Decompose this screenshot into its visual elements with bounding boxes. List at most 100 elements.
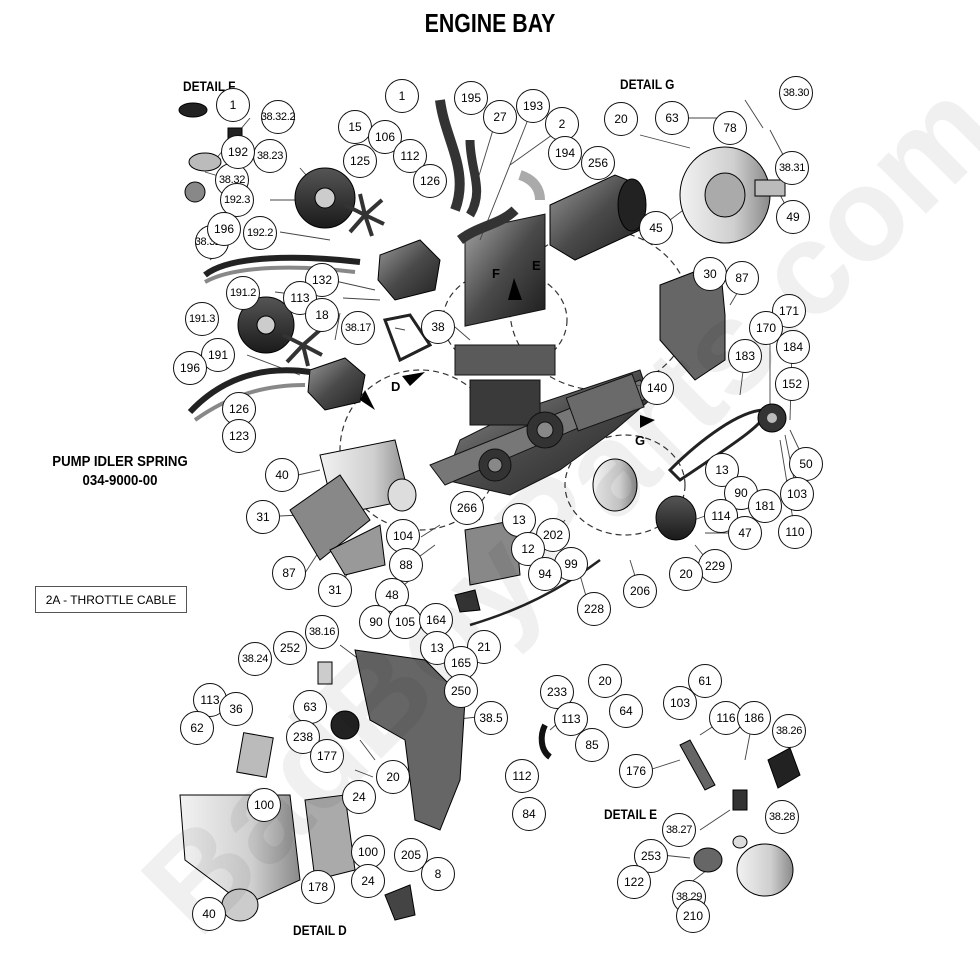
callout-part-152[interactable]: 152 <box>775 367 809 401</box>
callout-part-181[interactable]: 181 <box>748 489 782 523</box>
callout-part-50[interactable]: 50 <box>789 447 823 481</box>
callout-part-24[interactable]: 24 <box>351 864 385 898</box>
callout-part-45[interactable]: 45 <box>639 211 673 245</box>
callout-part-27[interactable]: 27 <box>483 100 517 134</box>
view-arrow-d: D <box>391 379 401 394</box>
callout-part-40[interactable]: 40 <box>265 458 299 492</box>
callout-part-192-3[interactable]: 192.3 <box>220 183 254 217</box>
callout-part-31[interactable]: 31 <box>318 573 352 607</box>
callout-part-184[interactable]: 184 <box>776 330 810 364</box>
callout-part-40[interactable]: 40 <box>192 897 226 931</box>
callout-part-78[interactable]: 78 <box>713 111 747 145</box>
callout-part-13[interactable]: 13 <box>705 453 739 487</box>
callout-part-20[interactable]: 20 <box>669 557 703 591</box>
callout-part-256[interactable]: 256 <box>581 146 615 180</box>
callout-part-63[interactable]: 63 <box>655 101 689 135</box>
callout-part-171[interactable]: 171 <box>772 294 806 328</box>
callout-part-2[interactable]: 2 <box>545 107 579 141</box>
callout-part-24[interactable]: 24 <box>342 780 376 814</box>
callout-part-100[interactable]: 100 <box>247 788 281 822</box>
callout-part-84[interactable]: 84 <box>512 797 546 831</box>
hydraulic-pump-upper <box>203 167 441 301</box>
throttle-cable-button[interactable]: 2A - THROTTLE CABLE <box>35 586 187 613</box>
callout-part-105[interactable]: 105 <box>388 605 422 639</box>
view-arrow-f: F <box>492 266 500 281</box>
callout-part-15[interactable]: 15 <box>338 110 372 144</box>
callout-part-87[interactable]: 87 <box>725 261 759 295</box>
callout-part-38-24[interactable]: 38.24 <box>238 642 272 676</box>
callout-part-100[interactable]: 100 <box>351 835 385 869</box>
callout-part-186[interactable]: 186 <box>737 701 771 735</box>
callout-part-38-31[interactable]: 38.31 <box>775 151 809 185</box>
callout-part-126[interactable]: 126 <box>413 164 447 198</box>
callout-part-196[interactable]: 196 <box>173 351 207 385</box>
callout-part-202[interactable]: 202 <box>536 518 570 552</box>
callout-part-194[interactable]: 194 <box>548 136 582 170</box>
callout-part-178[interactable]: 178 <box>301 870 335 904</box>
callout-part-123[interactable]: 123 <box>222 419 256 453</box>
detail-f-label: DETAIL F <box>183 78 236 94</box>
callout-part-1[interactable]: 1 <box>216 88 250 122</box>
callout-part-140[interactable]: 140 <box>640 371 674 405</box>
detail-g-clutch <box>679 146 786 244</box>
callout-part-18[interactable]: 18 <box>305 298 339 332</box>
callout-part-125[interactable]: 125 <box>343 144 377 178</box>
callout-part-63[interactable]: 63 <box>293 690 327 724</box>
callout-part-38-28[interactable]: 38.28 <box>765 800 799 834</box>
callout-part-30[interactable]: 30 <box>693 257 727 291</box>
heat-shields <box>289 474 386 576</box>
callout-part-112[interactable]: 112 <box>505 759 539 793</box>
callout-part-47[interactable]: 47 <box>728 516 762 550</box>
callout-part-12[interactable]: 12 <box>511 532 545 566</box>
callout-part-8[interactable]: 8 <box>421 857 455 891</box>
callout-part-64[interactable]: 64 <box>609 694 643 728</box>
detail-e-label: DETAIL E <box>604 806 658 822</box>
callout-part-38-5[interactable]: 38.5 <box>474 701 508 735</box>
callout-part-38-27[interactable]: 38.27 <box>662 813 696 847</box>
callout-part-177[interactable]: 177 <box>310 739 344 773</box>
callout-part-195[interactable]: 195 <box>454 81 488 115</box>
callout-part-266[interactable]: 266 <box>450 491 484 525</box>
callout-part-31[interactable]: 31 <box>246 500 280 534</box>
callout-part-38-16[interactable]: 38.16 <box>305 615 339 649</box>
callout-part-196[interactable]: 196 <box>207 212 241 246</box>
callout-part-20[interactable]: 20 <box>588 664 622 698</box>
callout-part-176[interactable]: 176 <box>619 754 653 788</box>
callout-part-252[interactable]: 252 <box>273 631 307 665</box>
callout-part-193[interactable]: 193 <box>516 89 550 123</box>
callout-part-228[interactable]: 228 <box>577 592 611 626</box>
callout-part-103[interactable]: 103 <box>780 477 814 511</box>
callout-part-36[interactable]: 36 <box>219 692 253 726</box>
callout-part-88[interactable]: 88 <box>389 548 423 582</box>
callout-part-106[interactable]: 106 <box>368 120 402 154</box>
callout-part-62[interactable]: 62 <box>180 711 214 745</box>
callout-part-94[interactable]: 94 <box>528 557 562 591</box>
callout-part-38-26[interactable]: 38.26 <box>772 714 806 748</box>
callout-part-20[interactable]: 20 <box>376 760 410 794</box>
callout-part-110[interactable]: 110 <box>778 515 812 549</box>
callout-part-191-3[interactable]: 191.3 <box>185 302 219 336</box>
callout-part-191-2[interactable]: 191.2 <box>226 276 260 310</box>
callout-part-192-2[interactable]: 192.2 <box>243 216 277 250</box>
callout-part-87[interactable]: 87 <box>272 556 306 590</box>
callout-part-183[interactable]: 183 <box>728 339 762 373</box>
callout-part-206[interactable]: 206 <box>623 574 657 608</box>
callout-part-192[interactable]: 192 <box>221 135 255 169</box>
callout-part-20[interactable]: 20 <box>604 102 638 136</box>
detail-d-label: DETAIL D <box>293 922 347 938</box>
callout-part-250[interactable]: 250 <box>444 674 478 708</box>
view-arrow-e: E <box>532 258 541 273</box>
callout-part-38-17[interactable]: 38.17 <box>341 311 375 345</box>
callout-part-38-30[interactable]: 38.30 <box>779 76 813 110</box>
callout-part-38-32-2[interactable]: 38.32.2 <box>261 100 296 134</box>
callout-part-85[interactable]: 85 <box>575 728 609 762</box>
callout-part-229[interactable]: 229 <box>698 549 732 583</box>
callout-part-49[interactable]: 49 <box>776 200 810 234</box>
callout-part-122[interactable]: 122 <box>617 865 651 899</box>
callout-part-38-23[interactable]: 38.23 <box>253 139 287 173</box>
callout-part-210[interactable]: 210 <box>676 899 710 933</box>
callout-part-1[interactable]: 1 <box>385 79 419 113</box>
callout-part-38[interactable]: 38 <box>421 310 455 344</box>
callout-part-61[interactable]: 61 <box>688 664 722 698</box>
